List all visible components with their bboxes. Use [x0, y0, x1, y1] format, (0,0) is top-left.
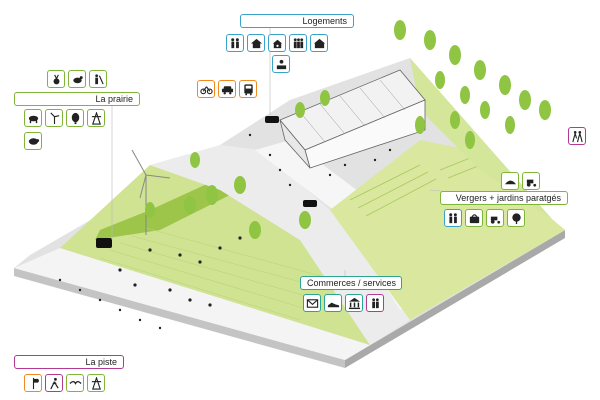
walkers-icon: [568, 127, 586, 145]
piste-icons: [24, 374, 105, 392]
cow-icon: [24, 109, 42, 127]
beet-icon: [47, 70, 65, 88]
signpost-icon: [24, 374, 42, 392]
prairie-area: [60, 165, 370, 345]
mail-icon: [303, 294, 321, 312]
trees: [145, 20, 551, 239]
label-vergers: Vergers + jardins paratgés: [440, 191, 568, 205]
slab-right-face: [345, 230, 565, 368]
commerces-icons: [303, 294, 384, 312]
field-stripes: [99, 227, 336, 321]
meadow-strip: [95, 178, 240, 240]
house-icon: [247, 34, 265, 52]
solar-panel-icon: [272, 55, 290, 73]
prairie-top-icons: [47, 70, 107, 88]
tractor-icon: [486, 209, 504, 227]
housing-building: [279, 69, 426, 169]
vergers-icons: [444, 209, 525, 227]
extra-right-icons: [568, 127, 586, 145]
tree-icon: [507, 209, 525, 227]
bus-icon: [239, 80, 257, 98]
family-icon: [226, 34, 244, 52]
tractor-icon: [522, 172, 540, 190]
family-icon: [444, 209, 462, 227]
prairie-icons: [24, 109, 105, 127]
transport-icons: [197, 80, 257, 98]
shoe-icon: [324, 294, 342, 312]
balloon-icon: [66, 109, 84, 127]
piste-area: [14, 248, 370, 360]
pylon-icon: [87, 109, 105, 127]
bird-icon: [66, 374, 84, 392]
logements-icons: [226, 34, 328, 52]
runner-icon: [45, 374, 63, 392]
sheep-icon: [24, 132, 42, 150]
car-icon: [218, 80, 236, 98]
bag-icon: [465, 209, 483, 227]
label-logements: Logements: [240, 14, 354, 28]
wind-turbine: [131, 149, 171, 235]
label-commerces: Commerces / services: [300, 276, 402, 290]
people-icon: [366, 294, 384, 312]
slab-front-face: [14, 268, 345, 368]
animal-icon: [68, 70, 86, 88]
logements-extra-icons: [272, 55, 290, 73]
daycare-icon: [268, 34, 286, 52]
vehicles: [96, 116, 317, 248]
wind-turbine-icon: [45, 109, 63, 127]
farmer-icon: [89, 70, 107, 88]
animals-and-people: [58, 133, 392, 330]
prairie-extra-icons: [24, 132, 42, 150]
harvest-icon: [501, 172, 519, 190]
bicycle-icon: [197, 80, 215, 98]
pylon-icon: [87, 374, 105, 392]
bank-icon: [345, 294, 363, 312]
label-la-prairie: La prairie: [14, 92, 140, 106]
elderly-icon: [310, 34, 328, 52]
people-icon: [289, 34, 307, 52]
vergers-top-icons: [501, 172, 540, 190]
label-la-piste: La piste: [14, 355, 124, 369]
